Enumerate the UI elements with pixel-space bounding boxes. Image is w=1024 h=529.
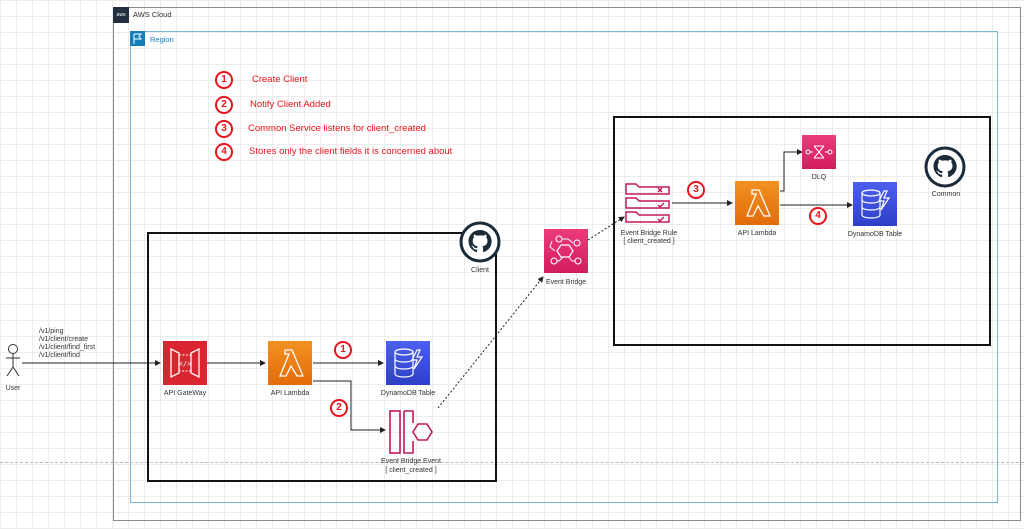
- page-break-line: [0, 462, 1024, 463]
- common-lambda-node[interactable]: [735, 181, 779, 225]
- endpoint: /v1/client/find_first: [39, 344, 96, 351]
- legend-marker-2: 2: [215, 96, 233, 114]
- sqs-icon: [805, 145, 833, 159]
- step-marker-1: 1: [334, 341, 352, 359]
- edge-lambda-to-dlq: [780, 149, 803, 192]
- aws-cloud-icon: aws: [113, 7, 129, 23]
- github-icon-client: [459, 221, 501, 263]
- legend-text-2: Notify Client Added: [250, 99, 331, 110]
- user-label: User: [5, 385, 21, 392]
- event-bridge-rule-icon: [625, 183, 670, 223]
- event-bridge-label: Event Bridge: [545, 279, 587, 286]
- legend-marker-3: 3: [215, 120, 233, 138]
- client-lambda-label: API Lambda: [270, 390, 310, 397]
- dlq-node[interactable]: [802, 135, 836, 169]
- svg-text:</>: </>: [179, 360, 192, 368]
- github-icon-common: [924, 146, 966, 188]
- dynamodb-icon: [861, 189, 891, 219]
- api-gateway-node[interactable]: </>: [163, 341, 207, 385]
- step-marker-2: 2: [330, 399, 348, 417]
- region-group: [130, 31, 998, 503]
- step-marker-4: 4: [809, 207, 827, 225]
- step-marker-3: 3: [687, 181, 705, 199]
- legend-text-4: Stores only the client fields it is conc…: [249, 146, 453, 157]
- client-dynamodb-label: DynamoDB Table: [380, 390, 436, 397]
- event-bridge-icon: [549, 235, 582, 265]
- common-dynamodb-node[interactable]: [853, 182, 897, 226]
- region-flag-icon: [130, 31, 145, 46]
- client-dynamodb-node[interactable]: [386, 341, 430, 385]
- aws-cloud-group: [113, 7, 1021, 521]
- event-bridge-node[interactable]: [544, 229, 588, 273]
- common-service-group: [613, 116, 991, 346]
- client-service-group: [147, 232, 497, 482]
- edge-event-bridge-to-rule: [587, 216, 625, 241]
- region-label: Region: [150, 35, 174, 44]
- legend-marker-4: 4: [215, 143, 233, 161]
- lambda-icon: [279, 349, 304, 377]
- event-bridge-rule-sublabel: [ client_created ]: [623, 238, 675, 245]
- legend-text-3: Common Service listens for client_create…: [248, 123, 426, 134]
- endpoint: /v1/client/find: [39, 352, 80, 359]
- legend-text-1: Create Client: [252, 74, 308, 85]
- common-lambda-label: API Lambda: [737, 230, 777, 237]
- client-lambda-node[interactable]: [268, 341, 312, 385]
- event-bridge-event-node[interactable]: [388, 409, 434, 455]
- api-gateway-label: API GateWay: [163, 390, 207, 397]
- user-actor-icon: [5, 343, 21, 381]
- dynamodb-icon: [394, 348, 424, 378]
- api-gateway-icon: </>: [170, 347, 200, 379]
- lambda-icon: [746, 189, 771, 217]
- event-bridge-rule-node[interactable]: [625, 183, 671, 223]
- event-bridge-event-label: Event Bridge Event: [381, 458, 441, 465]
- edge-eb-event-to-event-bridge: [437, 276, 544, 409]
- aws-cloud-label: AWS Cloud: [133, 10, 172, 19]
- event-bridge-event-sublabel: [ client_created ]: [385, 467, 437, 474]
- common-service-label: Common: [931, 191, 961, 198]
- dlq-label: DLQ: [811, 174, 827, 181]
- legend-marker-1: 1: [215, 71, 233, 89]
- endpoint: /v1/client/create: [39, 336, 89, 343]
- client-service-label: Client: [471, 267, 489, 274]
- endpoint: /v1/ping: [39, 328, 64, 335]
- edge-lambda-to-eb-event: [313, 380, 386, 433]
- common-dynamodb-label: DynamoDB Table: [847, 231, 903, 238]
- event-bridge-rule-label: Event Bridge Rule: [620, 230, 678, 237]
- event-bridge-event-icon: [389, 410, 433, 454]
